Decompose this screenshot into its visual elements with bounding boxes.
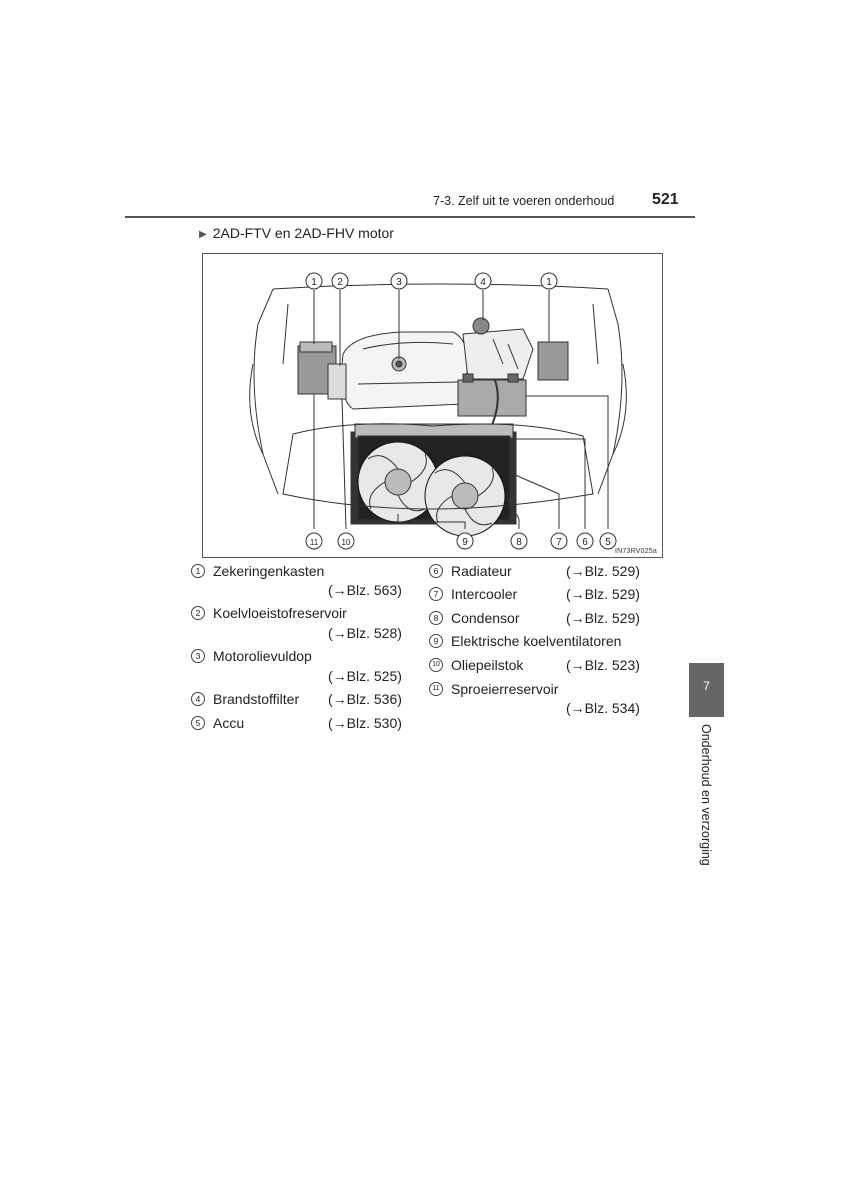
page-reference: (→Blz. 529) [566,563,640,579]
callout-top-1: 1 [305,272,323,290]
chapter-label: Onderhoud en verzorging [699,724,713,866]
page-reference: (→Blz. 563) [328,582,402,598]
svg-text:7: 7 [556,537,562,548]
page-reference: (→Blz. 525) [328,668,402,684]
callout-bottom-7: 7 [550,532,568,550]
section-title: 2AD-FTV en 2AD-FHV motor [212,225,394,241]
figure-code: IN73RV025a [615,548,657,555]
svg-text:1: 1 [311,277,317,288]
page-reference: (→Blz. 528) [328,625,402,641]
svg-text:4: 4 [480,277,486,288]
page-number: 521 [652,191,679,208]
svg-text:9: 9 [462,537,468,548]
header-rule [125,216,695,218]
svg-text:8: 8 [516,537,522,548]
svg-text:10: 10 [342,538,351,547]
page-reference: (→Blz. 529) [566,610,640,626]
page-reference: (→Blz. 530) [328,715,402,731]
callout-bottom-6: 6 [576,532,594,550]
chapter-tab: 7 [689,663,724,717]
svg-text:11: 11 [310,538,319,547]
page-reference: (→Blz. 536) [328,691,402,707]
callout-top-4: 4 [474,272,492,290]
page-reference: (→Blz. 523) [566,657,640,673]
chapter-number: 7 [703,679,710,693]
running-header: 7-3. Zelf uit te voeren onderhoud [433,194,615,208]
callout-top-2: 2 [331,272,349,290]
svg-text:5: 5 [605,537,611,548]
svg-text:3: 3 [396,277,402,288]
svg-text:6: 6 [582,537,588,548]
page-reference: (→Blz. 529) [566,586,640,602]
callout-bottom-5: 5 [599,532,617,550]
engine-bay-figure: 1 2 3 4 1 11 10 9 8 7 6 5 IN73RV025a [202,253,663,558]
callout-bottom-11: 11 [305,532,323,550]
triangle-bullet-icon: ▶ [199,229,207,240]
callout-top-1b: 1 [540,272,558,290]
callout-bottom-8: 8 [510,532,528,550]
callout-bottom-9: 9 [456,532,474,550]
page-reference: (→Blz. 534) [566,700,640,716]
svg-text:2: 2 [337,277,343,288]
callout-bottom-10: 10 [337,532,355,550]
section-heading: ▶ 2AD-FTV en 2AD-FHV motor [199,225,394,241]
callout-top-3: 3 [390,272,408,290]
engine-illustration: 1 2 3 4 1 11 10 9 8 7 6 5 [249,272,627,550]
svg-text:1: 1 [546,277,552,288]
